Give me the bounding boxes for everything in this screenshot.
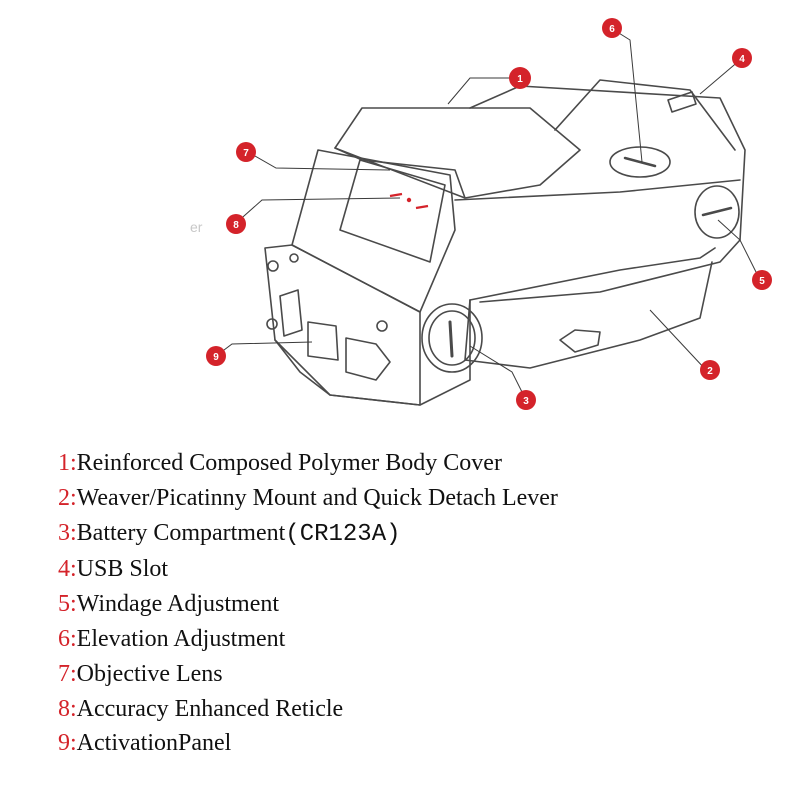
legend-item-5: 5:Windage Adjustment — [58, 591, 280, 618]
legend-item-9: 9:ActivationPanel — [58, 730, 232, 757]
mount-base — [464, 261, 713, 369]
leader-1 — [447, 77, 511, 105]
screw-front — [289, 253, 299, 263]
callout-9: 9 — [206, 346, 226, 366]
sight-illustration — [264, 79, 746, 406]
ghost-text-fragment: er — [190, 219, 203, 235]
leader-lines — [215, 29, 761, 401]
legend-item-1: 1:Reinforced Composed Polymer Body Cover — [58, 450, 502, 476]
housing-ridge — [454, 179, 741, 201]
button-right — [345, 337, 391, 381]
window-frame-outer — [291, 149, 456, 313]
housing-right-side — [469, 85, 746, 303]
elevation-knob — [609, 146, 671, 178]
leader-8 — [234, 197, 401, 225]
window-frame-inner — [339, 159, 446, 263]
callout-6: 6 — [602, 18, 622, 38]
legend-item-6: 6:Elevation Adjustment — [58, 625, 286, 652]
callout-badges: 1 2 3 4 5 6 7 8 9 — [206, 18, 772, 410]
legend-item-3-battery-type: (CR123A) — [285, 520, 401, 548]
usb-slot — [667, 91, 697, 113]
hood-top — [334, 107, 581, 199]
legend-item-3: 3:Battery Compartment(CR123A) — [58, 519, 401, 548]
hood-front-face — [334, 147, 466, 199]
callout-3: 3 — [516, 390, 536, 410]
leader-6 — [613, 29, 643, 163]
red-dot-sight-diagram: er — [190, 18, 772, 410]
windage-knob-slot — [701, 206, 733, 217]
callout-8: 8 — [226, 214, 246, 234]
leader-7 — [247, 151, 391, 171]
leader-2 — [649, 309, 707, 371]
svg-text:2: 2 — [707, 366, 713, 377]
svg-text:4: 4 — [739, 54, 745, 65]
housing-lower-line — [469, 247, 716, 301]
legend-item-7: 7:Objective Lens — [58, 660, 223, 687]
mount-lever — [559, 329, 601, 353]
legend-item-2: 2:Weaver/Picatinny Mount and Quick Detac… — [58, 484, 558, 511]
button-left — [279, 289, 303, 337]
callout-2: 2 — [700, 360, 720, 380]
leader-5 — [717, 219, 761, 281]
callout-4: 4 — [732, 48, 752, 68]
svg-text:9: 9 — [213, 352, 219, 363]
svg-text:3: 3 — [523, 396, 529, 407]
leader-3 — [469, 345, 527, 401]
leader-4 — [699, 59, 741, 95]
screw-top-left — [267, 260, 279, 272]
parts-legend: 1:Reinforced Composed Polymer Body Cover… — [58, 446, 778, 761]
svg-text:1: 1 — [517, 74, 523, 85]
windage-knob — [694, 185, 740, 239]
button-center — [307, 321, 339, 361]
battery-cap-inner — [428, 310, 476, 366]
front-housing-bottom — [274, 299, 471, 406]
battery-cap-slot — [448, 320, 454, 358]
callout-7: 7 — [236, 142, 256, 162]
leader-9 — [215, 341, 313, 357]
battery-cap — [421, 303, 483, 373]
legend-item-4: 4:USB Slot — [58, 556, 169, 583]
svg-text:6: 6 — [609, 24, 615, 35]
callout-1: 1 — [509, 67, 531, 89]
legend-item-8: 8:Accuracy Enhanced Reticle — [58, 695, 344, 722]
elevation-knob-slot — [623, 156, 657, 168]
svg-text:5: 5 — [759, 276, 765, 287]
reticle — [389, 192, 429, 210]
svg-text:7: 7 — [243, 148, 249, 159]
screw-bottom-left — [266, 318, 278, 330]
screw-right — [376, 320, 388, 332]
svg-text:8: 8 — [233, 220, 239, 231]
housing-top-rear — [554, 79, 736, 151]
callout-5: 5 — [752, 270, 772, 290]
front-housing — [264, 244, 421, 406]
